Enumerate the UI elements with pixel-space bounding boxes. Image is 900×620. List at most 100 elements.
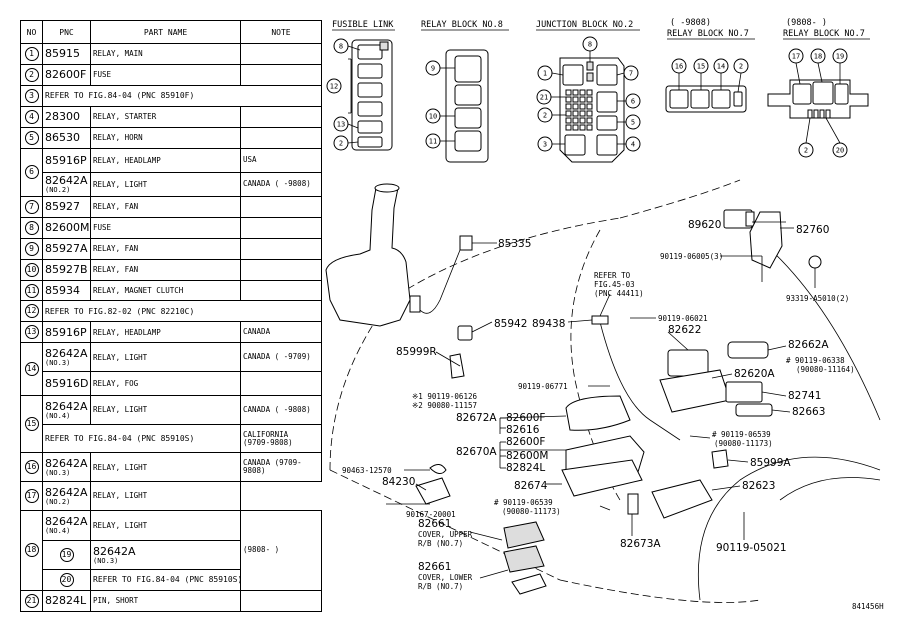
row-part-name: RELAY, HEADLAMP [90, 147, 241, 173]
junction-fuse-cell [565, 117, 572, 124]
row-pnc: 82642A(NO.4) [42, 395, 91, 425]
callout-number: 12 [330, 83, 338, 91]
row-part-name: RELAY, LIGHT [90, 342, 241, 372]
clip-82673A [627, 493, 639, 515]
callout-number: 8 [588, 41, 592, 49]
callout-number: 11 [429, 138, 437, 146]
row-note [240, 105, 322, 128]
junction-fuse-cell [579, 117, 586, 124]
row-number-circle: 1 [24, 46, 39, 61]
heading-junction-block-2: JUNCTION BLOCK NO.2 [536, 20, 633, 30]
label-cover-upper: COVER, UPPER [418, 530, 473, 539]
label-84230: 84230 [382, 476, 415, 488]
label-82622: 82622 [668, 324, 701, 336]
row-note [240, 63, 322, 86]
row-number: 14 [20, 342, 43, 397]
callout-number: 21 [540, 94, 548, 102]
row-number-circle: 13 [24, 325, 39, 340]
heading-rb7-old: RELAY BLOCK NO.7 [667, 29, 749, 39]
label-refer-2: FIG.45-03 [594, 280, 635, 289]
callout-leader [795, 62, 801, 85]
heading-rb7-old-range: ( -9808) [670, 18, 711, 28]
label-82663: 82663 [792, 406, 825, 418]
row-number: 8 [20, 216, 43, 239]
label-cover-lower: COVER, LOWER [418, 573, 473, 582]
junction-fuse-cell [579, 103, 586, 110]
pnc-value: 85927A [45, 242, 88, 256]
pnc-subscript: (NO.3) [45, 359, 71, 368]
row-number: 17 [20, 480, 43, 511]
row-part-name: RELAY, HORN [90, 126, 241, 149]
callout-number: 2 [543, 112, 547, 120]
label-82620A: 82620A [734, 368, 775, 380]
junction-fuse-cell [572, 124, 579, 131]
label-82673A: 82673A [620, 538, 661, 550]
pnc-value: 82642A [45, 399, 88, 413]
label-82824L: 82824L [506, 462, 545, 474]
row-number-circle: 20 [59, 572, 74, 587]
clip-85999A [711, 449, 729, 469]
pnc-subscript: (NO.3) [93, 557, 119, 566]
pnc-subscript: (NO.4) [45, 411, 71, 420]
callout-leader [551, 72, 564, 76]
row-pnc: 82642A(NO.3) [42, 452, 91, 482]
callout-leader [347, 123, 359, 129]
row-pnc: 82600F [42, 63, 91, 86]
row-number: 12 [20, 300, 43, 323]
heading-fusible-link: FUSIBLE LINK [332, 20, 394, 30]
label-89620: 89620 [688, 219, 721, 231]
header-pnc: PNC [42, 20, 91, 44]
cover-82663 [735, 403, 773, 417]
row-number: 5 [20, 126, 43, 149]
cover-lower-82661-tray [511, 573, 547, 595]
row-note: USA [240, 147, 322, 173]
row-number: 21 [20, 589, 43, 613]
row-note [240, 216, 322, 239]
callout-leader [817, 62, 823, 83]
label-refer-1: REFER TO [594, 271, 631, 280]
pnc-value: 82642A [45, 174, 88, 188]
pnc-value: 86530 [45, 131, 80, 145]
label-90119-06771: 90119-06771 [518, 382, 568, 391]
heading-rb7-new: RELAY BLOCK NO.7 [783, 29, 865, 39]
row-note [240, 43, 322, 65]
cover-82672A [565, 395, 631, 431]
figure-id: 841456H [852, 602, 884, 611]
cover-82674 [561, 459, 643, 497]
clip-90463 [429, 464, 447, 474]
row-part-name: RELAY, LIGHT [90, 509, 241, 542]
callout-number: 2 [804, 147, 808, 155]
connector-89438 [591, 315, 609, 325]
callout-leader [616, 72, 625, 76]
row-pnc: 85915 [42, 43, 91, 65]
row-pnc: 85927B [42, 258, 91, 281]
label-82661-upper: 82661 [418, 518, 451, 530]
label-89438: 89438 [532, 318, 565, 330]
row-pnc: 82642A(NO.4) [42, 509, 91, 542]
row-note [240, 589, 322, 613]
label-85942: 85942 [494, 318, 527, 330]
row-part-name: RELAY, HEADLAMP [90, 321, 241, 344]
junction-block-2-section: JUNCTION BLOCK NO.2 [536, 20, 640, 163]
row-part-name: RELAY, LIGHT [90, 395, 241, 425]
row-number-circle: 17 [24, 488, 39, 503]
row-part-name: RELAY, FAN [90, 258, 241, 281]
row-note: CANADA ( -9808) [240, 171, 322, 197]
pnc-value: 85916P [45, 325, 87, 339]
row-pnc: 85916D [42, 370, 91, 397]
callout-number: 1 [543, 70, 547, 78]
row-note [240, 370, 322, 397]
row-pnc: 82642A(NO.3) [90, 540, 241, 570]
junction-fuse-cell [572, 96, 579, 103]
callout-number: 20 [836, 147, 844, 155]
header-no: NO [20, 20, 43, 44]
row-pnc: 82642A(NO.2) [42, 171, 91, 197]
row-pnc: 85916P [42, 321, 91, 344]
row-part-name: FUSE [90, 216, 241, 239]
relay-85942 [457, 325, 473, 341]
pnc-value: 82824L [45, 594, 87, 608]
part-labels: 85335 89620 82760 90119-06005(3) 93319-A… [342, 219, 884, 611]
